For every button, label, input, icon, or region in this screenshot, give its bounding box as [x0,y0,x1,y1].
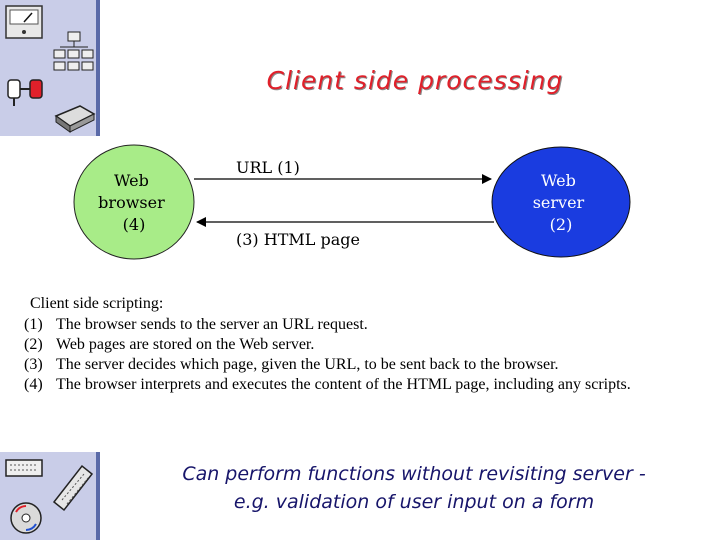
note-number: (3) [24,356,43,373]
note-number: (1) [24,316,43,333]
plug-icon [7,79,43,106]
note-text: The server decides which page, given the… [56,356,559,373]
circuit-board-icon [52,464,94,512]
cd-icon [10,502,42,534]
note-text: The browser sends to the server an URL r… [56,316,368,333]
response-arrow-label: (3) HTML page [236,230,360,249]
request-arrow-label: URL (1) [236,158,300,177]
web-server-line-3: (2) [550,215,573,234]
web-server-node [491,146,631,258]
note-text: Web pages are stored on the Web server. [56,336,315,353]
slide-title: Client side processing [266,66,564,95]
note-number: (2) [24,336,43,353]
web-browser-line-3: (4) [123,215,146,234]
note-item: (4) The browser interprets and executes … [24,375,718,395]
notes-list: (1) The browser sends to the server an U… [24,315,718,395]
web-browser-line-1: Web [114,171,149,190]
network-tree-icon [53,31,94,71]
note-item: (1) The browser sends to the server an U… [24,315,718,335]
note-item: (3) The server decides which page, given… [24,355,718,375]
notes-heading: Client side scripting: [30,295,164,312]
note-item: (2) Web pages are stored on the Web serv… [24,335,718,355]
meter-icon [5,5,43,39]
web-browser-line-2: browser [98,193,165,212]
slide-summary: Can perform functions without revisiting… [110,460,718,516]
summary-line-2: e.g. validation of user input on a form [233,491,595,513]
summary-line-1: Can perform functions without revisiting… [182,463,646,485]
web-browser-label: Web browser (4) [98,171,170,234]
web-server-line-2: server [533,193,585,212]
note-number: (4) [24,376,43,393]
web-server-line-1: Web [541,171,576,190]
web-browser-node [73,144,195,260]
note-text: The browser interprets and executes the … [56,376,631,393]
client-server-diagram: Web browser (4) Web server (2) URL (1) (… [73,144,631,260]
keyboard-icon [5,459,43,477]
chip-icon [54,105,96,133]
web-server-label: Web server (2) [533,171,590,234]
sidebar-rule-bottom [96,452,100,540]
scripting-notes: Client side scripting: (1) The browser s… [24,294,718,395]
sidebar-rule-top [96,0,100,136]
